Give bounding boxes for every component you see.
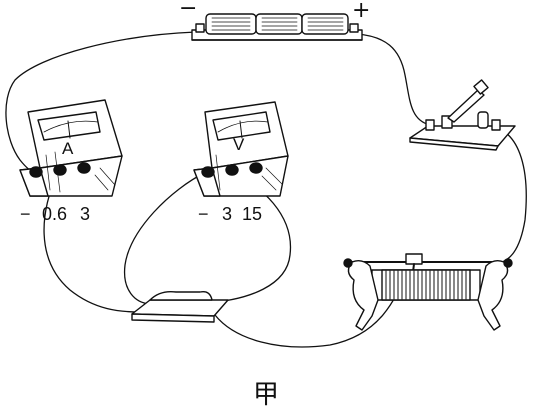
wire-battery-switch: [355, 33, 431, 126]
ammeter-body: [19, 99, 123, 197]
ammeter-letter: A: [62, 139, 74, 158]
ammeter-terminals: [29, 162, 91, 178]
battery-negative-label: −: [179, 0, 198, 21]
battery-pack: [191, 13, 363, 41]
voltmeter-terminal-negative: −: [198, 204, 209, 224]
voltmeter-dial: [212, 111, 271, 141]
bulb-holder: [131, 290, 229, 323]
voltmeter-terminals: [201, 162, 263, 178]
voltmeter-terminal-3: 3: [222, 204, 233, 224]
voltmeter-terminal-15: 15: [242, 204, 263, 224]
knife-switch: [409, 79, 516, 151]
switch-blade: [447, 89, 485, 123]
battery-positive-label: +: [352, 0, 371, 23]
voltmeter-letter: V: [233, 135, 245, 154]
sliding-rheostat: [343, 253, 513, 331]
wire-voltmeter-neg-bulb: [123, 171, 207, 305]
wire-battery-ammeter: [5, 31, 197, 173]
wire-ammeter-bulb: [43, 172, 141, 313]
wire-switch-rheostat: [494, 126, 527, 265]
ammeter-terminal-0.6: 0.6: [42, 204, 68, 224]
rheostat-right-stand: [477, 259, 509, 331]
rheostat-coil: [385, 270, 467, 300]
voltmeter-body: [193, 101, 289, 197]
ammeter-terminal-negative: −: [20, 204, 31, 224]
rheostat-left-stand: [347, 259, 379, 331]
ammeter-terminal-3: 3: [80, 204, 91, 224]
figure-caption: 甲: [253, 380, 280, 410]
